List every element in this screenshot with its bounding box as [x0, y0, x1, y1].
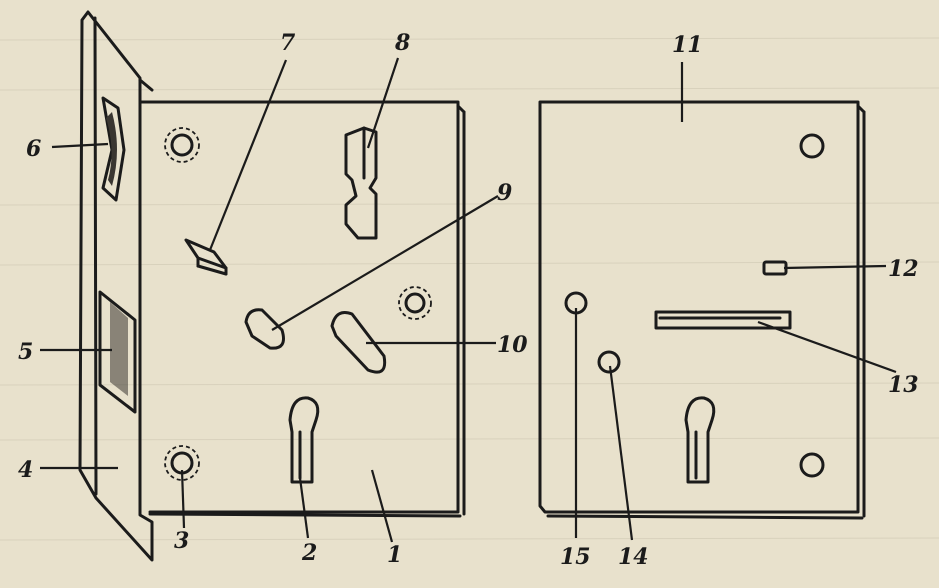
pin-hole-14 — [597, 350, 621, 374]
screw-hole-bottom — [164, 445, 200, 481]
label-2: 2 — [301, 540, 317, 566]
small-slot-12 — [762, 260, 788, 276]
cover-plate-view — [538, 100, 866, 520]
face-plate — [78, 10, 154, 562]
lock-left-view — [78, 10, 466, 562]
bolt-window — [98, 290, 137, 414]
pin-block — [184, 238, 228, 276]
keyhole-right — [684, 396, 716, 484]
label-7: 7 — [280, 30, 296, 56]
label-11: 11 — [672, 32, 703, 58]
label-3: 3 — [174, 528, 189, 554]
leader-lines — [40, 57, 897, 543]
cover-plate — [538, 100, 866, 520]
label-5: 5 — [18, 339, 33, 365]
label-14: 14 — [618, 544, 649, 570]
label-8: 8 — [394, 30, 410, 56]
labels: 6 5 4 3 2 1 7 8 9 10 11 12 13 14 15 — [18, 30, 919, 570]
keyhole-left — [288, 396, 320, 484]
background-texture — [0, 37, 939, 541]
cover-screw-bottom — [799, 452, 825, 478]
cover-screw-top — [799, 133, 825, 159]
label-9: 9 — [497, 180, 512, 206]
label-1: 1 — [387, 542, 402, 568]
screw-hole-top — [164, 127, 200, 163]
label-15: 15 — [560, 544, 591, 570]
label-6: 6 — [26, 136, 41, 162]
latch-window — [101, 96, 126, 202]
label-13: 13 — [888, 372, 919, 398]
long-slot-13 — [654, 310, 792, 330]
label-10: 10 — [497, 332, 528, 358]
guide-pin-long — [330, 311, 387, 374]
label-4: 4 — [18, 457, 33, 483]
label-12: 12 — [888, 256, 919, 282]
screw-hole-right — [398, 286, 432, 320]
guide-pin-small — [244, 308, 285, 350]
stepped-lug — [344, 126, 378, 240]
